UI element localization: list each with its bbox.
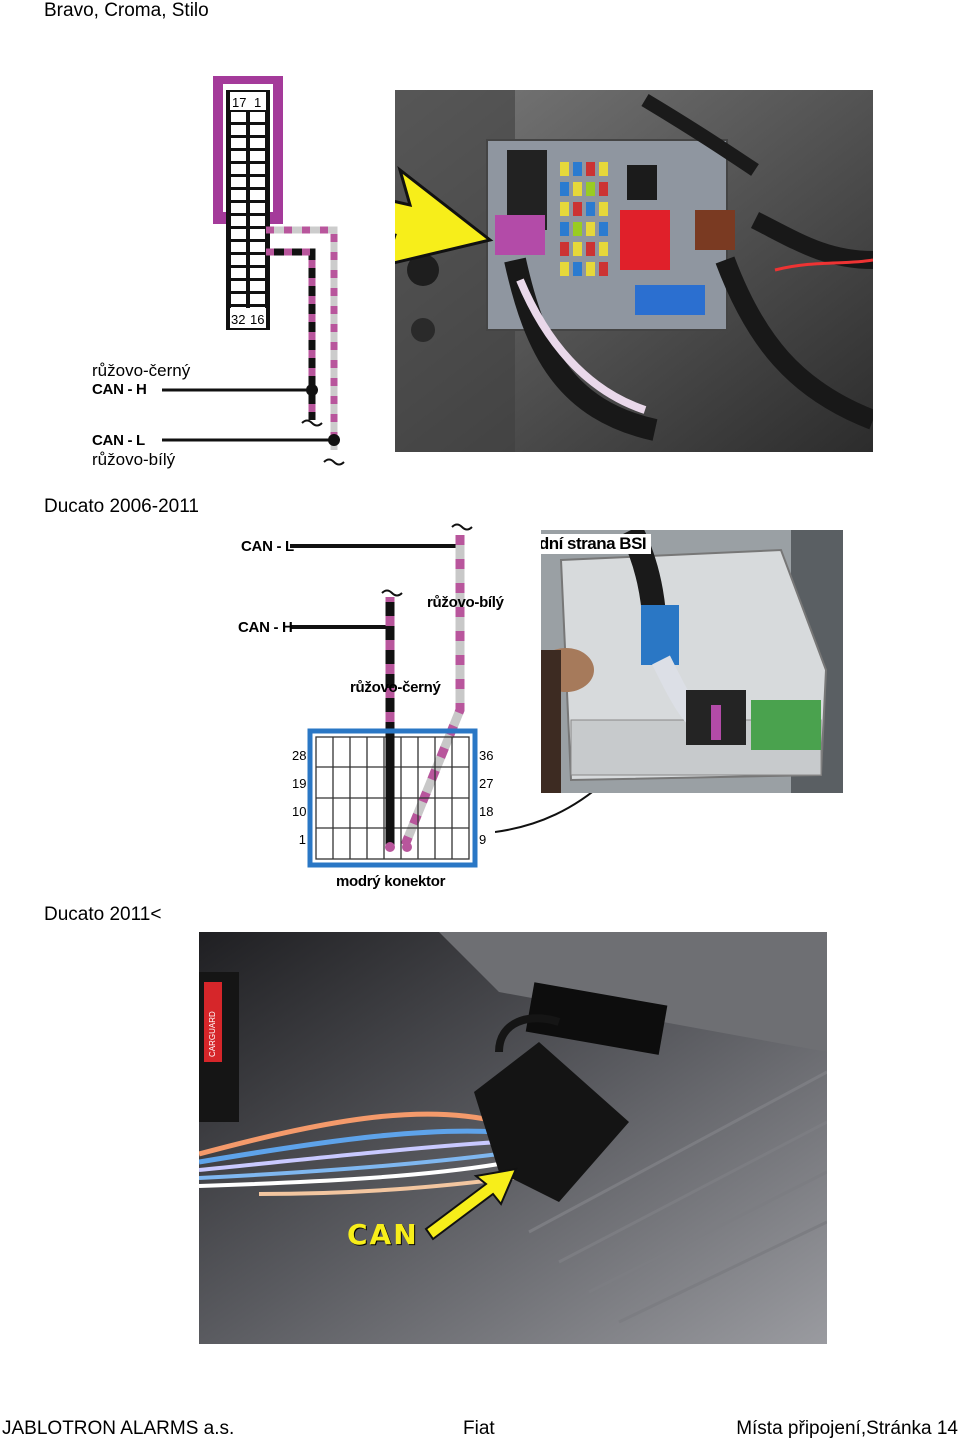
label-ruzovo-cerny-2: růžovo-černý bbox=[350, 679, 441, 696]
wiring-diagram-bravo: 17 1 32 16 bbox=[80, 70, 380, 480]
can-connector-illustration: CARGUARD bbox=[199, 932, 827, 1344]
pin-19: 19 bbox=[292, 776, 307, 791]
label-can-l: CAN - L bbox=[92, 432, 145, 449]
photo-fuse-box bbox=[395, 90, 873, 452]
yellow-arrow-icon bbox=[395, 165, 494, 265]
pin-label-17: 17 bbox=[232, 95, 246, 110]
label-can-h: CAN - H bbox=[92, 381, 147, 398]
pin-label-1: 1 bbox=[254, 95, 261, 110]
sticker-text: CARGUARD bbox=[208, 1011, 217, 1057]
connector-pinout-36 bbox=[290, 523, 478, 868]
pin-label-32: 32 bbox=[231, 312, 245, 327]
pin-numbers-left: 28 19 10 1 bbox=[292, 742, 306, 854]
photo-bsi-back: Zadní strana BSI bbox=[541, 530, 843, 793]
label-ruzovo-cerny: růžovo-černý bbox=[92, 361, 191, 380]
label-modry-konektor: modrý konektor bbox=[336, 873, 446, 890]
pin-10: 10 bbox=[292, 804, 307, 819]
footer-page: Místa připojení,Stránka 14 bbox=[736, 1418, 958, 1439]
connector-pinout-32: 17 1 32 16 bbox=[162, 76, 345, 466]
can-callout: CAN bbox=[347, 1218, 419, 1251]
pin-numbers-right: 36 27 18 9 bbox=[479, 742, 493, 854]
section-heading-ducato-2011: Ducato 2011< bbox=[44, 904, 162, 925]
label-ruzovo-bily: růžovo-bílý bbox=[92, 450, 176, 469]
footer-company: JABLOTRON ALARMS a.s. bbox=[2, 1418, 235, 1439]
pin-28: 28 bbox=[292, 748, 307, 763]
footer-brand: Fiat bbox=[463, 1418, 495, 1439]
pin-36: 36 bbox=[479, 748, 494, 763]
pin-18: 18 bbox=[479, 804, 494, 819]
section-heading-bravo: Bravo, Croma, Stilo bbox=[44, 0, 209, 21]
pin-1: 1 bbox=[298, 832, 306, 847]
pin-label-16: 16 bbox=[250, 312, 264, 327]
label-can-h-2: CAN - H bbox=[238, 619, 293, 636]
label-can-l-2: CAN - L bbox=[241, 538, 294, 555]
section-heading-ducato-2006: Ducato 2006-2011 bbox=[44, 496, 199, 517]
pin-9: 9 bbox=[479, 832, 487, 847]
photo-can-connector: CARGUARD CAN bbox=[199, 932, 827, 1344]
pin-27: 27 bbox=[479, 776, 494, 791]
photo-caption-bsi: Zadní strana BSI bbox=[541, 534, 652, 554]
bsi-illustration bbox=[541, 530, 843, 793]
fuse-box-illustration bbox=[395, 90, 873, 452]
wiring-diagram-ducato-2006 bbox=[230, 515, 520, 895]
yellow-arrow-icon-2 bbox=[424, 1167, 518, 1241]
label-ruzovo-bily-2: růžovo-bílý bbox=[427, 594, 504, 611]
